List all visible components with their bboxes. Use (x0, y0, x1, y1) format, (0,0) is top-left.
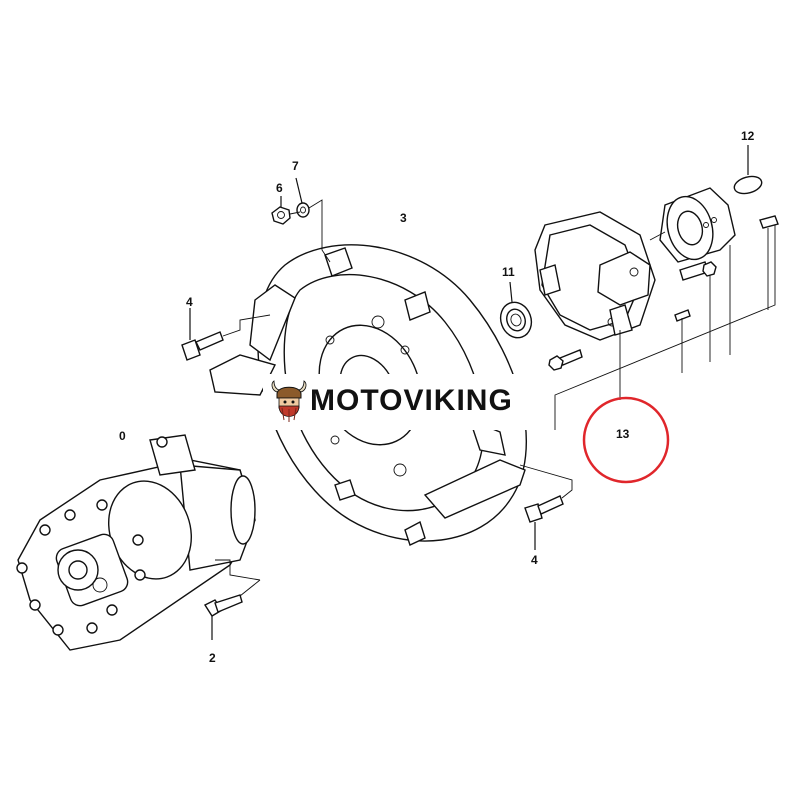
highlight-circle (582, 396, 670, 484)
callout-0: 0 (119, 429, 126, 443)
callout-11: 11 (502, 265, 515, 279)
nut-6 (271, 196, 291, 225)
bolt-4-left (181, 308, 271, 361)
callout-3: 3 (400, 211, 407, 225)
bolt-2 (203, 559, 261, 640)
small-dowel (759, 215, 779, 229)
callout-7: 7 (292, 159, 299, 173)
callout-2: 2 (209, 651, 216, 665)
starter-bolt-heads (16, 436, 168, 636)
viking-helmet-logo-icon (271, 380, 307, 422)
starter-motor (16, 434, 256, 651)
pin-12 (733, 145, 763, 195)
callout-13-bracket (554, 225, 776, 430)
callout-13: 13 (616, 427, 630, 441)
brand-name: MOTOVIKING (310, 384, 513, 417)
washer-7 (289, 177, 331, 263)
callout-12: 12 (741, 129, 755, 143)
callout-4-left: 4 (186, 295, 193, 309)
coupling-bolts (548, 261, 717, 371)
coupling-hub (659, 187, 736, 263)
brand-banner (263, 374, 533, 430)
oil-seal-11 (499, 281, 533, 339)
callout-6: 6 (276, 181, 283, 195)
rubber-coupling (534, 211, 656, 341)
callout-4-right: 4 (531, 553, 538, 567)
bolt-4-right (519, 464, 573, 550)
